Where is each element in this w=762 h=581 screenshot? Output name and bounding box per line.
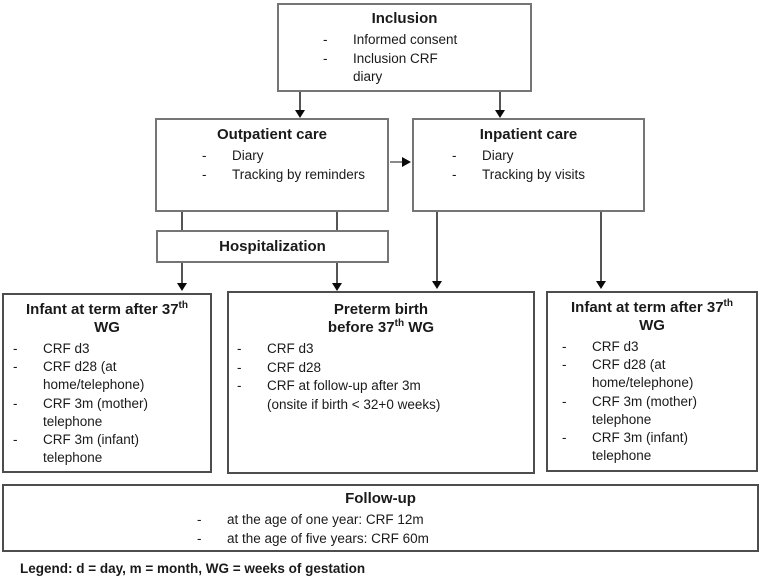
list-item: - CRF d28 (at (562, 357, 666, 373)
arrow-hospitalization-to-infant-left-line (181, 263, 183, 283)
infant-term-left-title: Infant at term after 37th WG (26, 300, 188, 337)
arrow-inpatient-to-preterm-line (436, 212, 438, 281)
arrow-outpatient-to-inpatient-line (390, 161, 403, 163)
inpatient-care-list: - Diary - Tracking by visits (414, 147, 643, 184)
line-outpatient-to-hospitalization-left (181, 212, 183, 230)
outpatient-care-list: - Diary - Tracking by reminders (157, 147, 387, 184)
list-item: - CRF 3m (mother) (562, 393, 698, 409)
inclusion-box: Inclusion - Informed consent - Inclusion… (277, 3, 532, 92)
list-item: - Diary (452, 148, 514, 163)
list-item: telephone (592, 411, 652, 427)
list-item: - CRF d3 (13, 341, 90, 356)
list-item: - CRF d28 (237, 359, 322, 375)
inclusion-list: - Informed consent - Inclusion CRF diary (279, 31, 530, 87)
list-item: - CRF at follow-up after 3m (237, 378, 421, 393)
inpatient-care-title: Inpatient care (479, 126, 578, 143)
list-item: - CRF 3m (infant) (13, 432, 140, 448)
arrow-hospitalization-to-preterm-line (336, 263, 338, 283)
list-item: - Inclusion CRF (323, 50, 438, 66)
follow-up-box: Follow-up - at the age of one year: CRF … (2, 484, 759, 552)
hospitalization-title: Hospitalization (219, 237, 326, 255)
arrow-inclusion-to-inpatient-head (495, 110, 505, 118)
list-item: home/telephone) (43, 377, 145, 393)
arrow-hospitalization-to-preterm-head (332, 283, 342, 291)
list-item: - CRF d3 (237, 341, 314, 356)
list-item: (onsite if birth < 32+0 weeks) (267, 396, 441, 412)
arrow-hospitalization-to-infant-left-head (177, 283, 187, 291)
list-item: - Tracking by visits (452, 166, 586, 182)
list-item: - Informed consent (323, 32, 458, 47)
preterm-birth-list: - CRF d3 - CRF d28 - CRF at follow-up af… (229, 340, 533, 414)
outpatient-care-title: Outpatient care (216, 126, 328, 143)
outpatient-care-box: Outpatient care - Diary - Tracking by re… (155, 118, 389, 212)
infant-term-right-title: Infant at term after 37th WG (571, 298, 733, 335)
list-item: - at the age of one year: CRF 12m (197, 512, 424, 527)
arrow-inclusion-to-inpatient-line (499, 92, 501, 110)
inpatient-care-box: Inpatient care - Diary - Tracking by vis… (412, 118, 645, 212)
infant-term-right-box: Infant at term after 37th WG - CRF d3 - … (546, 291, 758, 472)
arrow-inpatient-to-infant-right-head (596, 281, 606, 289)
legend-text: Legend: d = day, m = month, WG = weeks o… (20, 561, 366, 576)
list-item: telephone (43, 413, 103, 429)
list-item: - CRF d28 (at (13, 359, 117, 375)
arrow-inpatient-to-infant-right-line (600, 212, 602, 281)
preterm-birth-box: Preterm birth before 37th WG - CRF d3 - … (227, 291, 535, 474)
list-item: diary (353, 69, 383, 84)
list-item: - CRF 3m (mother) (13, 395, 149, 411)
list-item: - Diary (202, 148, 264, 163)
list-item: - CRF d3 (562, 339, 639, 354)
follow-up-list: - at the age of one year: CRF 12m - at t… (4, 511, 757, 548)
arrow-outpatient-to-inpatient-head (402, 157, 411, 167)
follow-up-title: Follow-up (345, 490, 416, 507)
inclusion-title: Inclusion (371, 10, 438, 27)
list-item: telephone (592, 448, 652, 464)
arrow-inpatient-to-preterm-head (432, 281, 442, 289)
infant-term-left-list: - CRF d3 - CRF d28 (at home/telephone) -… (4, 340, 210, 467)
list-item: telephone (43, 450, 103, 466)
line-outpatient-to-hospitalization-right (336, 212, 338, 230)
list-item: - Tracking by reminders (202, 166, 366, 182)
infant-term-left-box: Infant at term after 37th WG - CRF d3 - … (2, 293, 212, 473)
hospitalization-box: Hospitalization (156, 230, 389, 263)
list-item: home/telephone) (592, 375, 694, 391)
arrow-inclusion-to-outpatient-line (299, 92, 301, 110)
infant-term-right-list: - CRF d3 - CRF d28 (at home/telephone) -… (548, 338, 756, 465)
arrow-inclusion-to-outpatient-head (295, 110, 305, 118)
preterm-birth-title: Preterm birth before 37th WG (327, 301, 435, 336)
list-item: - CRF 3m (infant) (562, 430, 689, 446)
list-item: - at the age of five years: CRF 60m (197, 530, 429, 546)
